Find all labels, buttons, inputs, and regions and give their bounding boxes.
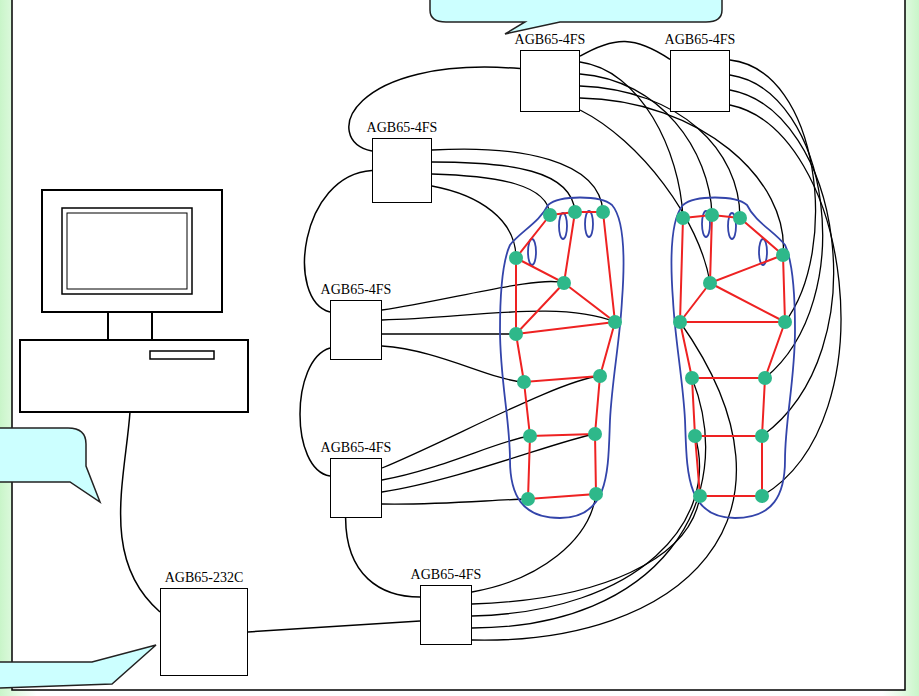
right-foot-outline (671, 198, 795, 519)
monitor-stand (108, 312, 152, 340)
sensor-dot (755, 489, 769, 503)
sensor-wire (432, 186, 516, 258)
screen (62, 208, 192, 294)
module-label: AGB65-4FS (366, 120, 439, 136)
module-label: AGB65-4FS (410, 567, 483, 583)
sensor-dot (543, 208, 557, 222)
sensor-dot (521, 492, 535, 506)
module-box (372, 138, 432, 203)
sensor-dot (705, 208, 719, 222)
sensor-dot (758, 371, 772, 385)
sensor-dot (693, 489, 707, 503)
sensor-dot (685, 371, 699, 385)
sensor-wire (382, 311, 615, 322)
sensor-dot (517, 375, 531, 389)
sensor-wire (580, 62, 683, 218)
drive-slot (150, 351, 214, 359)
sensor-wire (382, 499, 528, 504)
sensor-wire (382, 434, 595, 492)
sensor-dot (676, 211, 690, 225)
module-box (330, 300, 382, 360)
toe-gap (585, 211, 593, 237)
monitor (42, 190, 222, 312)
sensor-dot (568, 205, 582, 219)
foot-outlines (500, 198, 795, 519)
module-label: AGB65-4FS (514, 32, 587, 48)
module-label: AGB65-232C (160, 570, 248, 586)
sensor-dot (596, 205, 610, 219)
sensor-dot (509, 327, 523, 341)
module-box (330, 458, 382, 518)
force-sensors (509, 205, 792, 506)
sensor-dot (776, 248, 790, 262)
sensor-dot (688, 429, 702, 443)
daisy-chain-cable (580, 41, 670, 59)
module-block: AGB65-4FS (320, 282, 393, 360)
serial-cable (121, 412, 160, 612)
sensor-dot (778, 315, 792, 329)
sensor-wire (432, 149, 603, 212)
sensor-dot (588, 427, 602, 441)
sensor-dot (703, 276, 717, 290)
sensor-wire (432, 174, 550, 215)
module-block: AGB65-4FS (514, 32, 587, 112)
sensor-mesh (516, 212, 785, 499)
sensor-wire (382, 281, 564, 310)
screen-inner (67, 213, 187, 289)
sensor-wire (580, 110, 710, 283)
left-foot-outline (500, 198, 624, 519)
callouts (0, 0, 722, 688)
sensor-dot (673, 315, 687, 329)
sensor-wire (730, 90, 834, 436)
sensor-dot (755, 429, 769, 443)
module-block: AGB65-4FS (410, 567, 483, 645)
callout-bubble (0, 428, 100, 502)
pc-case (20, 340, 248, 412)
figure-frame (12, 0, 905, 690)
sensor-wire (382, 436, 530, 480)
sensor-wires (382, 60, 841, 640)
sensor-dot (523, 429, 537, 443)
callout-bubble (0, 645, 156, 688)
sensor-dot (593, 369, 607, 383)
daisy-chain-cable (300, 348, 330, 476)
right-mesh (680, 215, 785, 496)
module-box (670, 50, 730, 112)
sensor-dot (509, 251, 523, 265)
right-foot (671, 198, 795, 519)
module-label: AGB65-4FS (320, 440, 393, 456)
module-box (520, 50, 580, 112)
computer (20, 190, 248, 412)
module-block: AGB65-232C (160, 570, 248, 676)
module-block: AGB65-4FS (664, 32, 737, 112)
callout-bubble (430, 0, 722, 34)
daisy-chain-cable (346, 518, 420, 597)
sensor-dot (733, 211, 747, 225)
module-box (420, 585, 472, 645)
module-box (160, 588, 248, 676)
sensor-dot (589, 487, 603, 501)
module-block: AGB65-4FS (320, 440, 393, 518)
module-block: AGB65-4FS (366, 120, 439, 203)
sensor-wire (730, 75, 823, 378)
sensor-wire (382, 376, 600, 468)
sensor-dot (608, 315, 622, 329)
module-label: AGB65-4FS (320, 282, 393, 298)
sensor-dot (557, 276, 571, 290)
sensor-wire (472, 436, 699, 616)
sensor-wire (432, 162, 575, 212)
sensor-wire (472, 494, 596, 592)
sensor-wire (382, 333, 516, 334)
toe-gap (559, 213, 567, 239)
left-mesh (516, 212, 615, 499)
daisy-chain-cable (248, 621, 420, 632)
sensor-wire (730, 60, 816, 322)
module-label: AGB65-4FS (664, 32, 737, 48)
